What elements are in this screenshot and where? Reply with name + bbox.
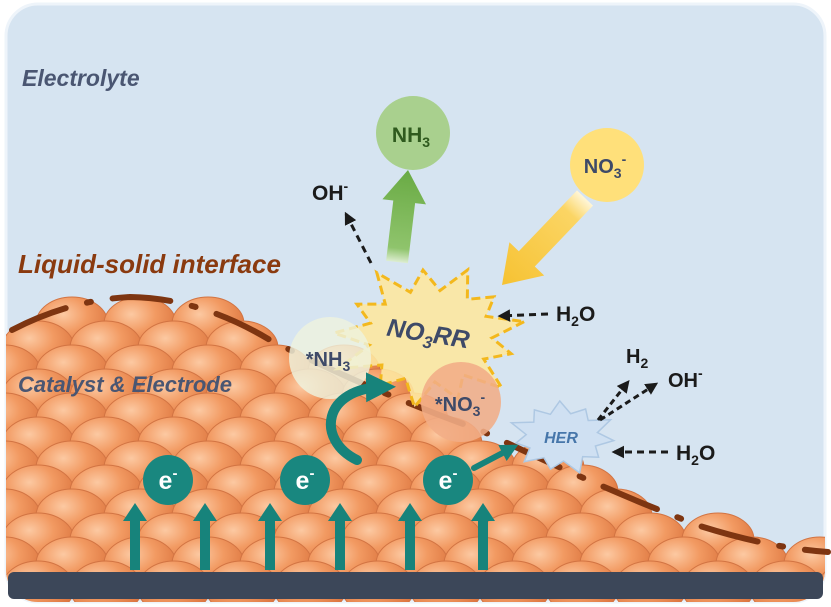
electron-3: e-: [423, 455, 473, 505]
electron-circle: [143, 455, 193, 505]
adsorbed-nh3-circle: [289, 317, 371, 399]
adsorbed-nh3: *NH3: [289, 317, 371, 399]
catalyst-electrode-label: Catalyst & Electrode: [18, 372, 232, 397]
electron-label: e-: [439, 465, 458, 495]
oh-left-label: OH-: [312, 178, 349, 205]
no3-reactant-label: NO3-: [584, 151, 627, 181]
electron-up-arrow: [398, 503, 422, 570]
no3-reactant: NO3-: [570, 128, 644, 202]
no3rr-label: NO3RR: [384, 314, 471, 359]
h2-release-arrow: [596, 380, 630, 421]
electron-2: e-: [280, 455, 330, 505]
adsorbed-no3-circle: [421, 362, 501, 442]
electron-to-her-arrow: [471, 444, 519, 471]
electron-flow-arrows: [123, 503, 495, 570]
h2o-lower-label: H2O: [676, 442, 715, 468]
curved-conversion-arrow: [326, 372, 396, 465]
nh3-product-circle: [376, 96, 450, 170]
electron-label: e-: [296, 465, 315, 495]
electron-up-arrow: [328, 503, 352, 570]
electrode-bar: [8, 572, 823, 599]
no3-supply-arrow: [502, 190, 593, 285]
h2-label: H2: [626, 346, 648, 371]
adsorbed-no3: *NO3-: [421, 362, 501, 442]
adsorbed-nh3-label: *NH3: [306, 349, 351, 374]
nh3-product-label: NH3: [392, 124, 430, 150]
electron-1: e-: [143, 455, 193, 505]
interface-dashed-line: [9, 293, 831, 555]
electron-label: e-: [159, 465, 178, 495]
h2o-upper-arrow: [497, 309, 549, 322]
oh-right-label: OH-: [668, 365, 703, 392]
electron-up-arrow: [258, 503, 282, 570]
her-reaction-burst: [509, 399, 616, 475]
no3-reactant-circle: [570, 128, 644, 202]
interface-label: Liquid-solid interface: [18, 249, 281, 279]
oh-release-arrow: [344, 211, 373, 264]
adsorbed-no3-label: *NO3-: [435, 389, 486, 419]
nh3-product: NH3: [376, 96, 450, 170]
oh-right-release-arrow: [599, 382, 659, 422]
electron-circle: [423, 455, 473, 505]
her-label: HER: [544, 430, 578, 447]
electron-circle: [280, 455, 330, 505]
electron-up-arrow: [471, 503, 495, 570]
electrolyte-label: Electrolyte: [22, 65, 140, 91]
electron-up-arrow: [193, 503, 217, 570]
nh3-release-arrow: [382, 170, 426, 264]
electron-up-arrow: [123, 503, 147, 570]
h2o-upper-label: H2O: [556, 303, 595, 329]
